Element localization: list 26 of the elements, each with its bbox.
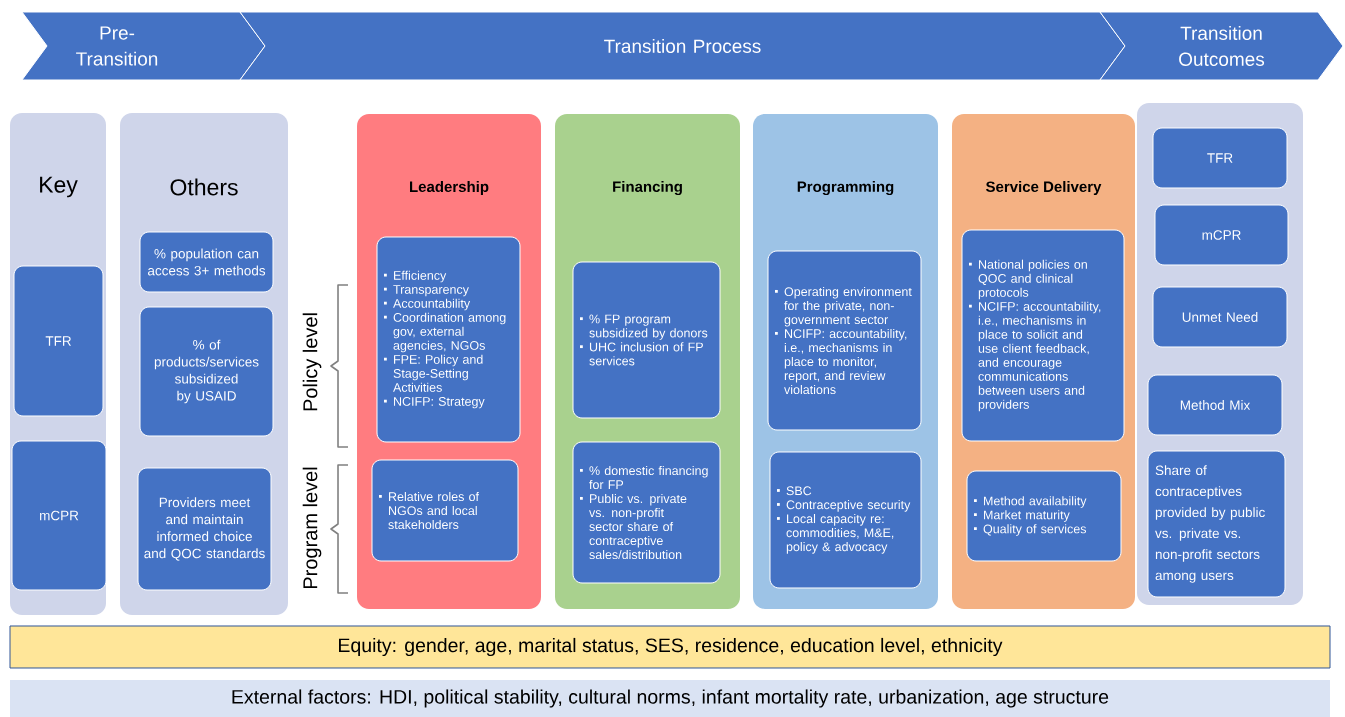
indicator-box: Share of contraceptives provided by public vs. private vs. non-profit sectors among users bbox=[1147, 450, 1286, 598]
indicator-box: Relative roles of NGOs and local stakeholders bbox=[371, 459, 519, 562]
indicator-box: TFR bbox=[13, 265, 104, 417]
chevron-band: Transition Outcomes bbox=[1099, 11, 1344, 81]
indicator-box: mCPR bbox=[11, 440, 107, 591]
indicator-box: Providers meet and maintain informed choice and QOC standards bbox=[137, 467, 272, 591]
indicator-box: Unmet Need bbox=[1152, 286, 1288, 348]
indicator-box: Method availability Market maturity Quality of services bbox=[966, 470, 1122, 562]
indicator-box: % FP program subsidized by donors UHC inclusion of FP services bbox=[572, 261, 721, 419]
indicator-box: % domestic financing for FP Public vs. private vs. non-profit sector share of contraceptive sales/distribution bbox=[572, 441, 721, 584]
node-label: Transition Outcomes bbox=[1179, 26, 1265, 66]
indicator-box: % of products/services subsidized by USAID bbox=[139, 306, 274, 437]
indicator-box: TFR bbox=[1152, 127, 1288, 189]
chevron-band: Pre-Transition bbox=[21, 11, 266, 81]
level-label: Program level bbox=[302, 467, 322, 589]
factor-band: External factors: HDI, political stability, cultural norms, infant mortality rate, urbanization, age structure bbox=[10, 680, 1330, 717]
chevron-band: Transition Process bbox=[239, 11, 1126, 81]
indicator-box: National policies on QOC and clinical protocols NCIFP: accountability, i.e., mechanisms in place to solicit and use client feedback, and encourage communications between users and providers bbox=[961, 229, 1125, 442]
indicator-box: mCPR bbox=[1154, 204, 1289, 266]
level-label: Policy level bbox=[302, 313, 322, 411]
indicator-box: Method Mix bbox=[1147, 374, 1283, 436]
indicator-box: SBC Contraceptive security Local capacity re: commodities, M&E, policy & advocacy bbox=[769, 451, 922, 589]
indicator-box: Operating environment for the private, non-government sector NCIFP: accountability, i.e., mechanisms in place to monitor, report, and review violations bbox=[767, 250, 922, 431]
factor-band: Equity: gender, age, marital status, SES, residence, education level, ethnicity bbox=[9, 625, 1331, 669]
indicator-box: Efficiency Transparency Accountability Coordination among gov, external agencies, NGOs FPE: Policy and Stage-Setting Activities NCIFP: Strategy bbox=[376, 236, 521, 443]
indicator-box: % population can access 3+ methods bbox=[139, 231, 274, 293]
